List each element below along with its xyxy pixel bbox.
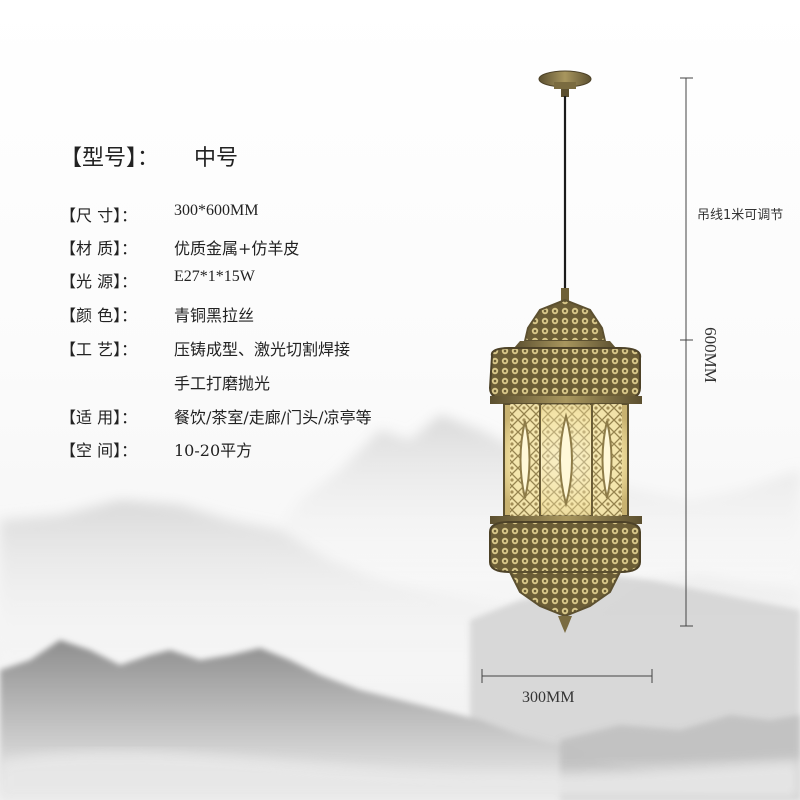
- spec-row-size: 【尺 寸】： 300*600MM: [60, 202, 258, 226]
- spec-value: 10-20平方: [174, 441, 253, 460]
- spec-label: 【空 间】：: [60, 441, 138, 460]
- model-label: 【型号】：: [60, 146, 160, 171]
- spec-label: 【颜 色】：: [60, 306, 138, 325]
- spec-value: 餐饮/茶室/走廊/门头/凉亭等: [174, 408, 372, 427]
- spec-label: 【适 用】：: [60, 408, 138, 427]
- spec-label: 【工 艺】：: [60, 340, 138, 359]
- model-row: 【型号】： 中号: [60, 140, 238, 172]
- spec-row-usage: 【适 用】： 餐饮/茶室/走廊/门头/凉亭等: [60, 404, 372, 428]
- lantern-bottom-cone: [508, 571, 622, 618]
- spec-row-color: 【颜 色】： 青铜黑拉丝: [60, 302, 254, 326]
- spec-value: 青铜黑拉丝: [174, 306, 255, 325]
- height-dimension-label: 600MM: [701, 327, 720, 383]
- spec-label: 【光 源】：: [60, 272, 138, 291]
- spec-value: 300*600MM: [174, 202, 259, 219]
- width-dimension-label: 300MM: [522, 689, 575, 706]
- spec-label: 【尺 寸】：: [60, 206, 138, 225]
- spec-label: 【材 质】：: [60, 239, 138, 258]
- spec-value: 压铸成型、激光切割焊接: [174, 340, 351, 359]
- spec-row-craft: 【工 艺】： 压铸成型、激光切割焊接: [60, 336, 350, 360]
- upper-bulb-ring: [488, 347, 642, 401]
- model-value: 中号: [194, 146, 239, 171]
- spec-value: 优质金属+仿羊皮: [174, 239, 300, 258]
- foreground-mist: [0, 751, 800, 800]
- lantern-crown: [523, 298, 607, 342]
- spec-row-light-source: 【光 源】： E27*1*15W: [60, 268, 255, 292]
- cable-length-note: 吊线1米可调节: [697, 208, 784, 223]
- spec-row-space: 【空 间】： 10-20平方: [60, 437, 252, 461]
- right-mountain: [470, 575, 800, 760]
- lower-bulb-ring: [489, 521, 641, 573]
- lantern-pendant-lamp-icon: [488, 70, 642, 633]
- spec-row-material: 【材 质】： 优质金属+仿羊皮: [60, 235, 299, 259]
- spec-value-continued: 手工打磨抛光: [174, 374, 271, 393]
- spec-value: E27*1*15W: [174, 268, 255, 285]
